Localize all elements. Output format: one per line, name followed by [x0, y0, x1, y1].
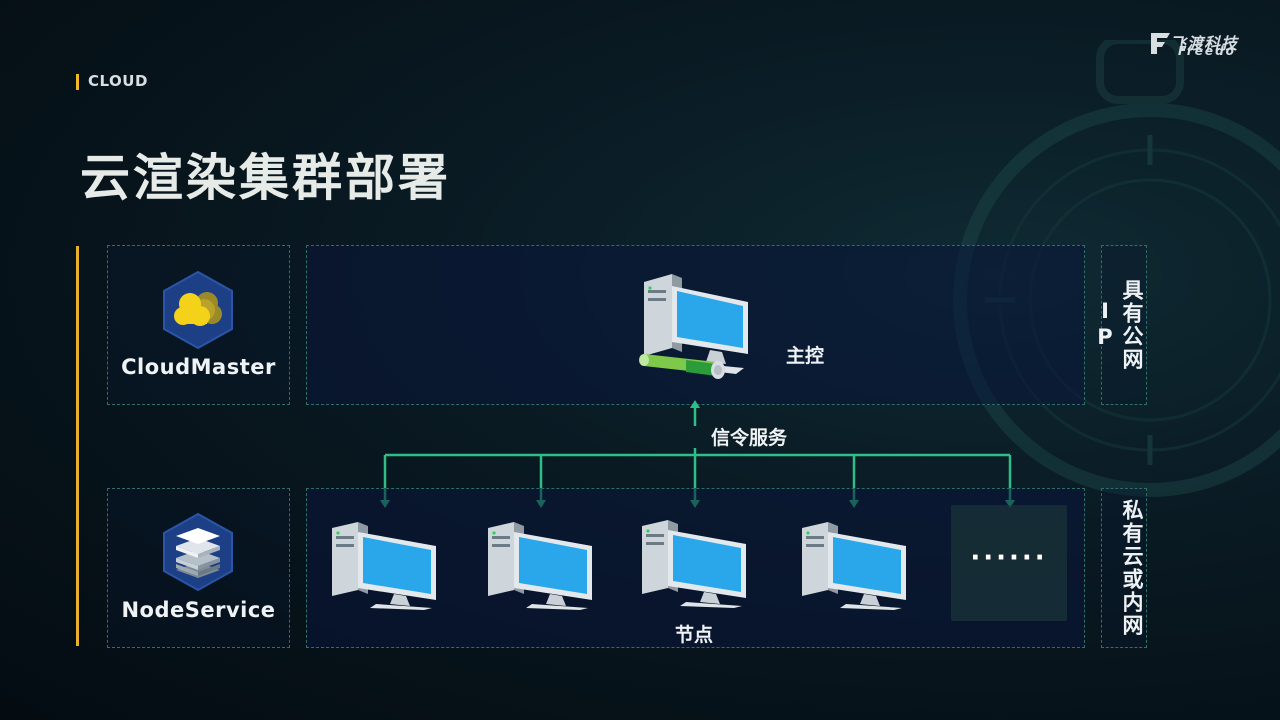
master-computer-icon: [639, 274, 748, 379]
private-network-panel: [1101, 488, 1147, 648]
more-nodes-ellipsis: ······: [970, 543, 1048, 573]
logo-english-name: Freedo: [1178, 44, 1236, 58]
left-accent-line: [76, 246, 79, 646]
signaling-service-label: 信令服务: [711, 427, 788, 449]
logo-chinese-name: 飞渡科技: [1170, 34, 1239, 53]
master-label: 主控: [786, 345, 825, 367]
public-ip-label: 具有公网IP: [1093, 279, 1144, 371]
freedo-logo-icon: [1151, 33, 1170, 54]
tag-accent-bar: [76, 74, 79, 90]
node-computer-icon: [332, 522, 436, 610]
nodeservice-logo-icon: [163, 512, 233, 592]
page-title: 云渲染集群部署: [80, 149, 451, 207]
more-nodes-box: [951, 505, 1067, 621]
node-computer-icon: [802, 522, 906, 610]
public-ip-panel: [1101, 245, 1147, 405]
cloudmaster-label: CloudMaster: [121, 355, 276, 379]
node-computer-icon: [642, 520, 746, 608]
cloudmaster-logo-icon: [163, 270, 233, 350]
node-computer-icon: [488, 522, 592, 610]
node-label: 节点: [675, 624, 714, 646]
nodeservice-label: NodeService: [121, 598, 276, 622]
section-tag: CLOUD: [88, 72, 148, 90]
private-network-label: 私有云或内网: [1120, 499, 1144, 637]
